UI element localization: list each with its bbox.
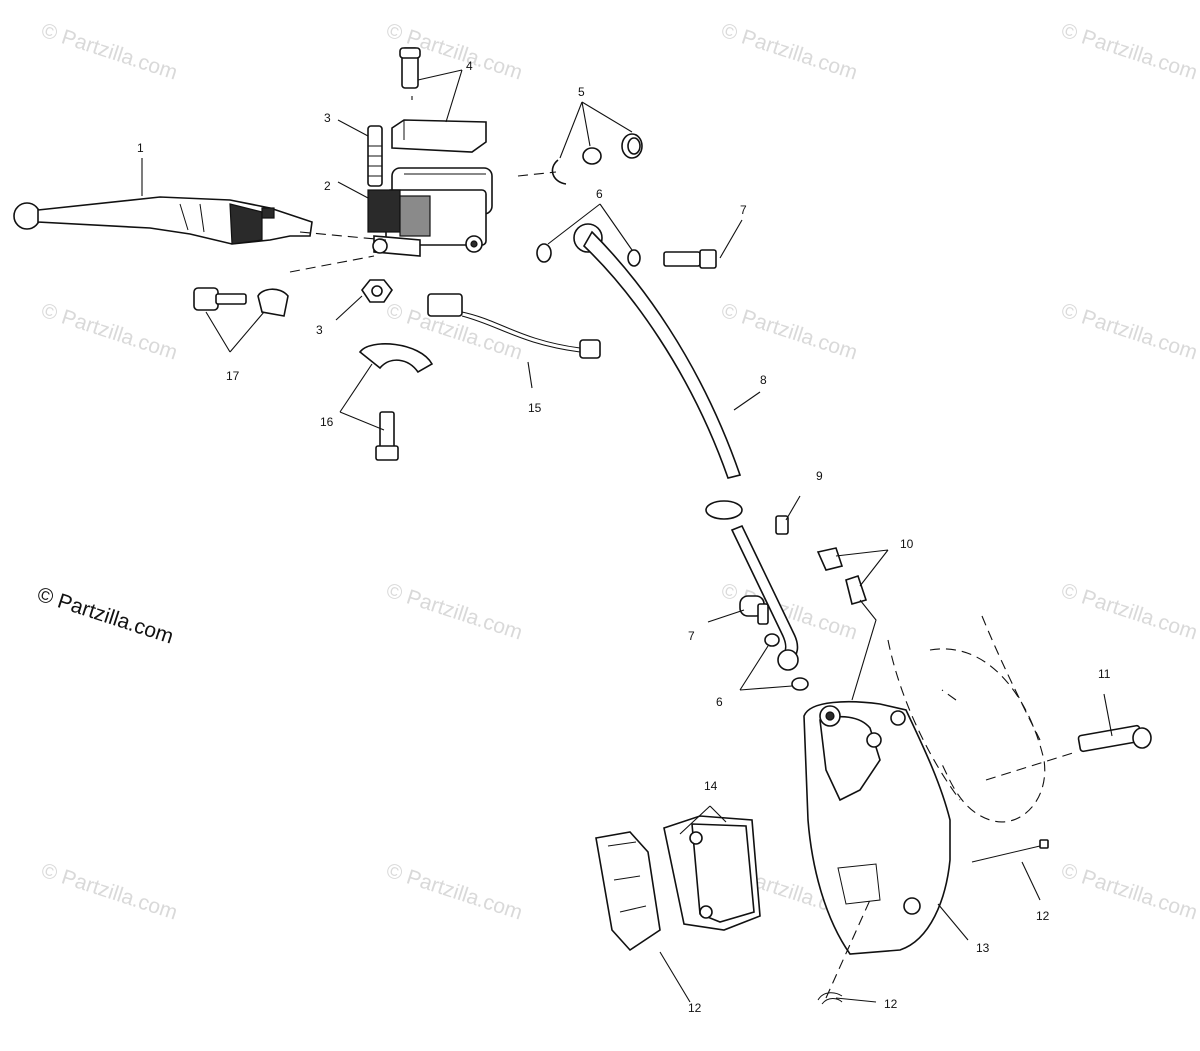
callout-12: 12 xyxy=(884,997,898,1011)
callout-3: 3 xyxy=(324,111,331,125)
brake-pads-part xyxy=(663,815,761,931)
brake-caliper-part xyxy=(803,701,951,955)
nut-part xyxy=(361,279,393,303)
caliper-bolt-part xyxy=(1077,724,1152,753)
watermark: © Partzilla.com xyxy=(38,19,180,85)
pivot-bolt-part xyxy=(193,287,289,317)
watermark: © Partzilla.com xyxy=(1058,859,1200,925)
callout-11: 11 xyxy=(1098,667,1111,681)
callout-17: 17 xyxy=(226,369,240,383)
watermark: © Partzilla.com xyxy=(38,299,180,365)
callout-6: 6 xyxy=(716,695,723,709)
watermark-layer: © Partzilla.com © Partzilla.com © Partzi… xyxy=(38,19,1200,925)
callout-labels: 1 2 3 3 4 5 6 7 8 9 10 11 12 12 12 13 14… xyxy=(137,59,1111,1015)
watermark: © Partzilla.com xyxy=(383,579,525,645)
watermark: © Partzilla.com xyxy=(1058,19,1200,85)
lower-brake-line-part xyxy=(730,524,868,691)
callout-5: 5 xyxy=(578,85,585,99)
handlebar-clamp-part xyxy=(358,343,434,461)
watermark: © Partzilla.com xyxy=(38,859,180,925)
watermark: © Partzilla.com xyxy=(718,299,860,365)
callout-4: 4 xyxy=(466,59,473,73)
callout-9: 9 xyxy=(816,469,823,483)
callout-7: 7 xyxy=(688,629,695,643)
oring-bleeder-part xyxy=(705,500,789,535)
callout-15: 15 xyxy=(528,401,542,415)
callout-16: 16 xyxy=(320,415,334,429)
pad-spring-part xyxy=(595,831,661,952)
watermark: © Partzilla.com xyxy=(718,19,860,85)
reservoir-cover-part xyxy=(391,47,487,153)
callout-7: 7 xyxy=(740,203,747,217)
watermark: © Partzilla.com xyxy=(383,859,525,925)
caliper-pin-part xyxy=(971,839,1049,863)
brake-lever-part xyxy=(13,196,313,245)
callout-6: 6 xyxy=(596,187,603,201)
callout-3: 3 xyxy=(316,323,323,337)
master-cylinder-part xyxy=(367,167,493,257)
watermark: © Partzilla.com xyxy=(1058,299,1200,365)
clip-ring-plug-part xyxy=(551,133,643,185)
retainer-clip-part xyxy=(817,992,843,1005)
callout-2: 2 xyxy=(324,179,331,193)
callout-12: 12 xyxy=(1036,909,1050,923)
fork-leg-outline xyxy=(887,615,1046,823)
copyright-label: © Partzilla.com xyxy=(34,583,176,649)
leader-lines xyxy=(141,69,1113,1003)
callout-8: 8 xyxy=(760,373,767,387)
callout-12: 12 xyxy=(688,1001,702,1015)
spring-part xyxy=(367,125,383,187)
callout-13: 13 xyxy=(976,941,990,955)
callout-14: 14 xyxy=(704,779,718,793)
callout-1: 1 xyxy=(137,141,144,155)
brake-switch-part xyxy=(427,293,601,359)
callout-10: 10 xyxy=(900,537,914,551)
watermark: © Partzilla.com xyxy=(1058,579,1200,645)
upper-banjo-part xyxy=(536,223,742,479)
